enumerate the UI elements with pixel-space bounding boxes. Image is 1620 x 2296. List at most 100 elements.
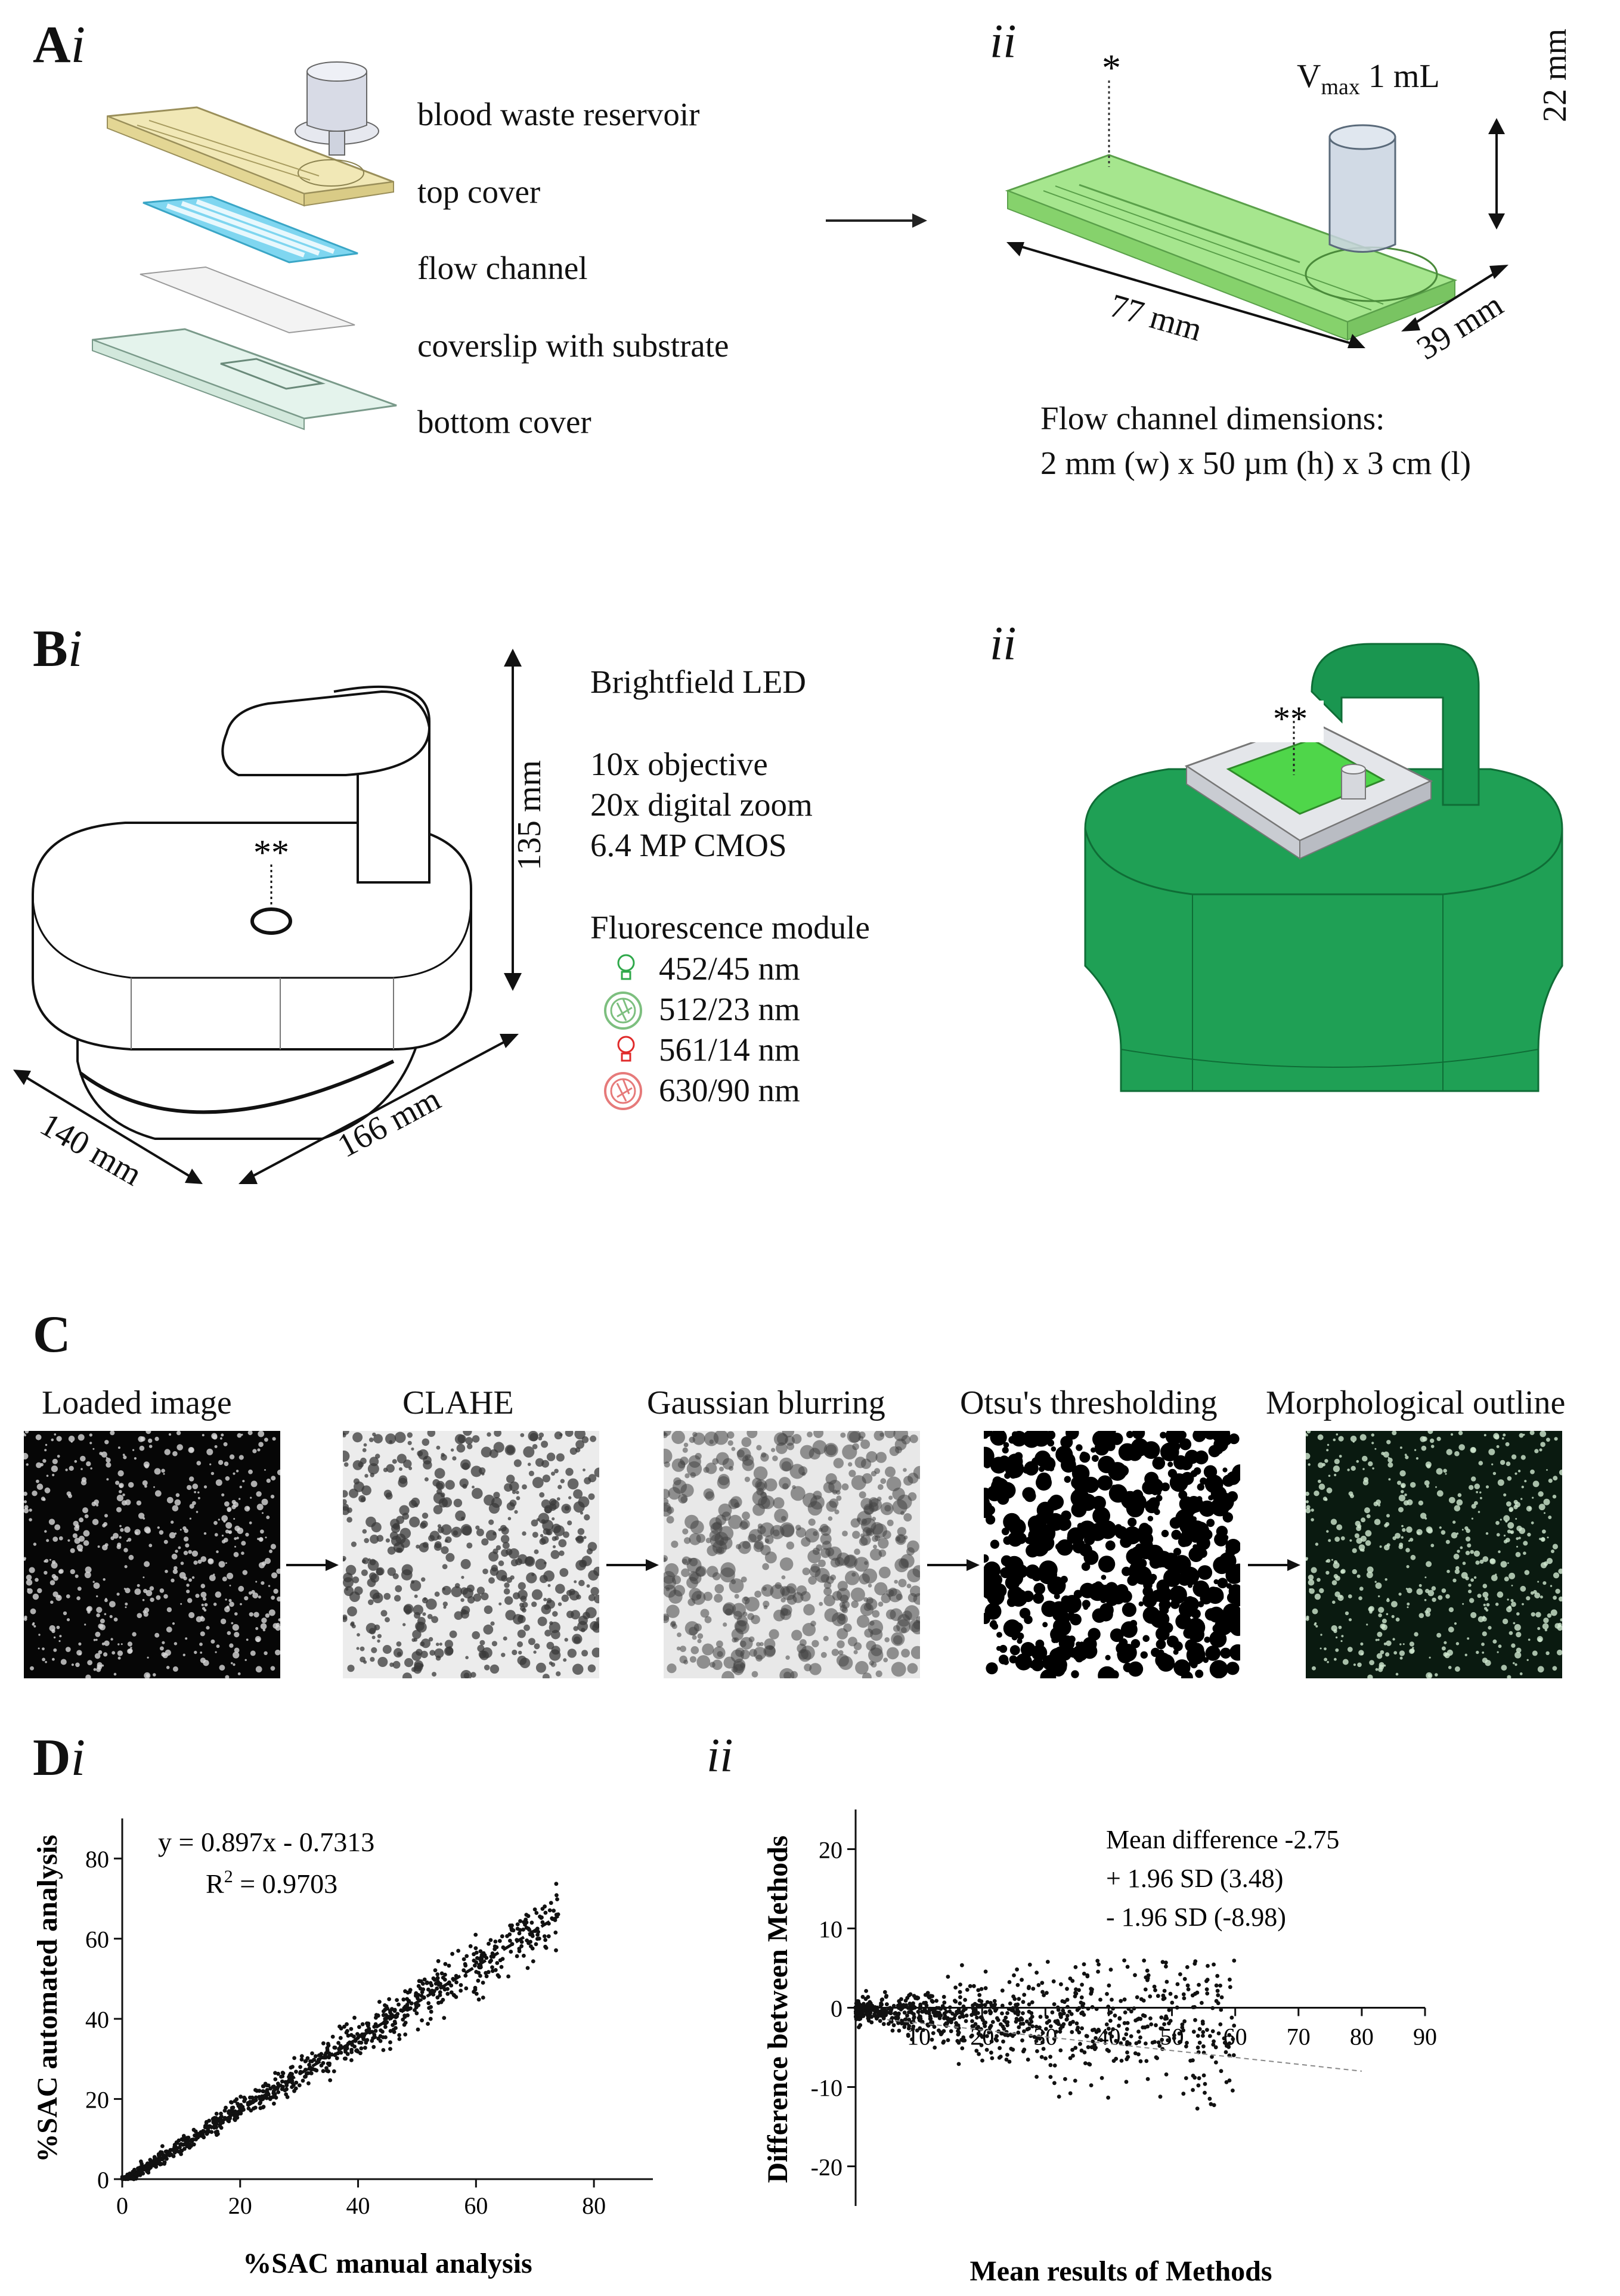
scatter-point bbox=[1007, 1980, 1012, 1984]
scatter-point bbox=[461, 1957, 466, 1962]
scatter-point bbox=[429, 2009, 433, 2014]
scatter-point bbox=[459, 1983, 463, 1987]
scatter-point bbox=[181, 2134, 186, 2138]
scatter-point bbox=[934, 1998, 938, 2003]
cell-speck bbox=[250, 1480, 258, 1488]
y-tick-label: 40 bbox=[85, 2006, 109, 2033]
scatter-point bbox=[487, 1941, 491, 1946]
cell-shadow bbox=[470, 1465, 482, 1477]
cell-shadow bbox=[524, 1624, 530, 1631]
cell-mask bbox=[1135, 1543, 1144, 1552]
cell-outline bbox=[1452, 1520, 1456, 1524]
scatter-point bbox=[376, 2013, 380, 2018]
cell-blurred bbox=[712, 1572, 721, 1581]
cell-blurred bbox=[667, 1663, 677, 1674]
cell-mask bbox=[1203, 1431, 1218, 1440]
cell-outline bbox=[1401, 1525, 1404, 1527]
scatter-point bbox=[881, 2016, 886, 2021]
cell-speck bbox=[32, 1491, 38, 1496]
cell-outline bbox=[1537, 1581, 1540, 1583]
scatter-point bbox=[290, 2065, 295, 2069]
cell-speck bbox=[142, 1480, 148, 1486]
scatter-point bbox=[1164, 1979, 1169, 1984]
cell-mask bbox=[1014, 1452, 1023, 1461]
cell-blurred bbox=[800, 1445, 814, 1460]
y-tick-label: 10 bbox=[819, 1916, 842, 1943]
cell-mask bbox=[1160, 1431, 1167, 1439]
scatter-point bbox=[958, 1995, 962, 2000]
cell-speck bbox=[232, 1624, 239, 1631]
cell-mask bbox=[1183, 1627, 1195, 1639]
cell-outline bbox=[1306, 1491, 1309, 1496]
scatter-point bbox=[1172, 2036, 1176, 2040]
cell-speck bbox=[214, 1533, 218, 1537]
cell-shadow bbox=[352, 1460, 363, 1470]
scatter-point bbox=[1184, 2044, 1188, 2049]
scatter-point bbox=[447, 1963, 451, 1968]
cell-shadow bbox=[411, 1667, 417, 1672]
cell-outline bbox=[1315, 1625, 1318, 1628]
scatter-point bbox=[346, 2033, 351, 2038]
cell-mask bbox=[1081, 1562, 1091, 1571]
scatter-point bbox=[1124, 2032, 1129, 2037]
cell-blurred bbox=[912, 1565, 920, 1578]
cell-outline bbox=[1386, 1440, 1391, 1445]
cell-shadow bbox=[358, 1495, 366, 1502]
cell-mask bbox=[1128, 1494, 1147, 1511]
cell-outline bbox=[1383, 1451, 1389, 1458]
cell-speck bbox=[24, 1431, 29, 1434]
cell-outline bbox=[1554, 1623, 1560, 1629]
scatter-point bbox=[1002, 2018, 1006, 2023]
cell-outline bbox=[1432, 1597, 1436, 1602]
cell-outline bbox=[1516, 1525, 1522, 1532]
scatter-point bbox=[1133, 1973, 1137, 1978]
scatter-point bbox=[1063, 2077, 1067, 2081]
cell-blurred bbox=[893, 1635, 903, 1645]
cell-shadow bbox=[546, 1452, 556, 1461]
cell-speck bbox=[234, 1525, 240, 1532]
cell-outline bbox=[1537, 1666, 1544, 1673]
otsu-image-tile bbox=[984, 1431, 1240, 1678]
scatter-point bbox=[915, 2028, 919, 2032]
cell-blurred bbox=[755, 1654, 763, 1662]
cell-blurred bbox=[780, 1597, 786, 1603]
scatter-point bbox=[349, 2050, 354, 2055]
cell-outline bbox=[1511, 1643, 1516, 1648]
cell-outline bbox=[1552, 1544, 1558, 1550]
scatter-point bbox=[1232, 2024, 1237, 2028]
cell-blurred bbox=[901, 1435, 911, 1445]
cell-shadow bbox=[557, 1602, 562, 1606]
cell-mask bbox=[1036, 1472, 1051, 1487]
cell-speck bbox=[172, 1622, 175, 1625]
cell-speck bbox=[226, 1605, 230, 1609]
cell-mask bbox=[1076, 1444, 1083, 1451]
cell-blurred bbox=[878, 1601, 884, 1607]
scatter-point bbox=[960, 2046, 965, 2050]
scatter-point bbox=[285, 2095, 290, 2099]
scatter-point bbox=[258, 2106, 263, 2111]
cell-speck bbox=[136, 1500, 142, 1506]
cell-outline bbox=[1503, 1535, 1506, 1537]
cell-outline bbox=[1406, 1565, 1410, 1569]
cell-mask bbox=[1060, 1436, 1073, 1449]
cell-shadow bbox=[551, 1471, 555, 1476]
cell-outline bbox=[1398, 1507, 1404, 1513]
scatter-point bbox=[388, 2040, 392, 2044]
scatter-point bbox=[402, 2022, 407, 2027]
cell-speck bbox=[36, 1483, 44, 1490]
cell-shadow bbox=[414, 1660, 423, 1669]
cell-shadow bbox=[501, 1527, 509, 1535]
scatter-point bbox=[360, 2022, 365, 2027]
cell-shadow bbox=[522, 1484, 527, 1490]
scatter-point bbox=[313, 2054, 318, 2059]
cell-blurred bbox=[775, 1582, 782, 1589]
cell-speck bbox=[250, 1496, 252, 1499]
cell-outline bbox=[1533, 1589, 1537, 1594]
cell-outline bbox=[1523, 1551, 1526, 1555]
cell-shadow bbox=[353, 1478, 360, 1485]
cell-speck bbox=[231, 1622, 234, 1625]
scatter-point bbox=[252, 2106, 256, 2111]
scatter-point bbox=[902, 2010, 907, 2015]
cell-blurred bbox=[744, 1476, 750, 1482]
cell-blurred bbox=[714, 1594, 723, 1603]
